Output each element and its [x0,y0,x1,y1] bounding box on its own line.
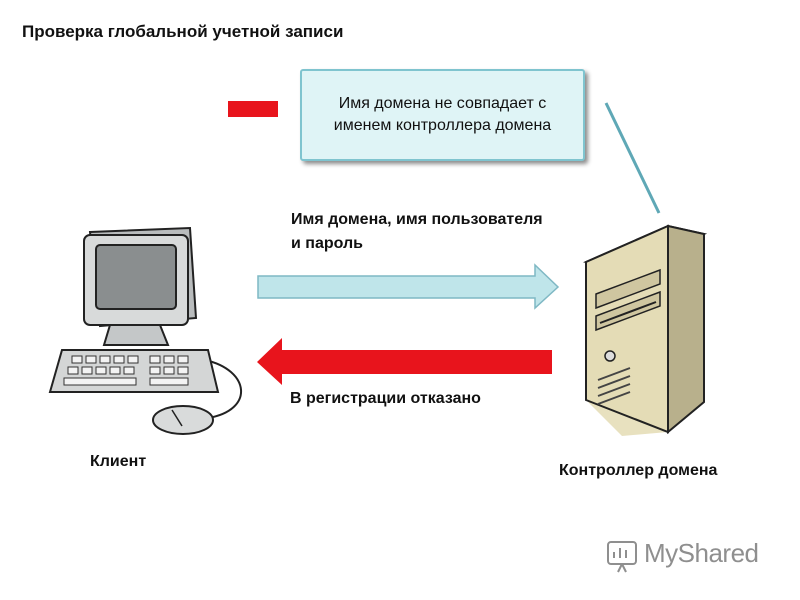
myshared-logo-icon [607,541,637,573]
server-icon [583,224,708,436]
request-label: Имя домена, имя пользователя и пароль [291,211,543,252]
error-callout: Имя домена не совпадает с именем контрол… [300,69,585,161]
computer-icon [48,226,242,435]
request-arrow [257,263,560,310]
page-title: Проверка глобальной учетной записи [22,22,344,41]
watermark-text: MyShared [644,538,759,568]
watermark: MyShared [644,538,759,569]
response-label: В регистрации отказано [290,390,481,407]
callout-text: Имя домена не совпадает с именем контрол… [333,95,552,134]
domain-controller-label: Контроллер домена [559,462,718,479]
minus-icon [228,101,278,117]
response-arrow [257,338,552,385]
client-label: Клиент [90,453,147,470]
callout-connector [604,102,661,214]
